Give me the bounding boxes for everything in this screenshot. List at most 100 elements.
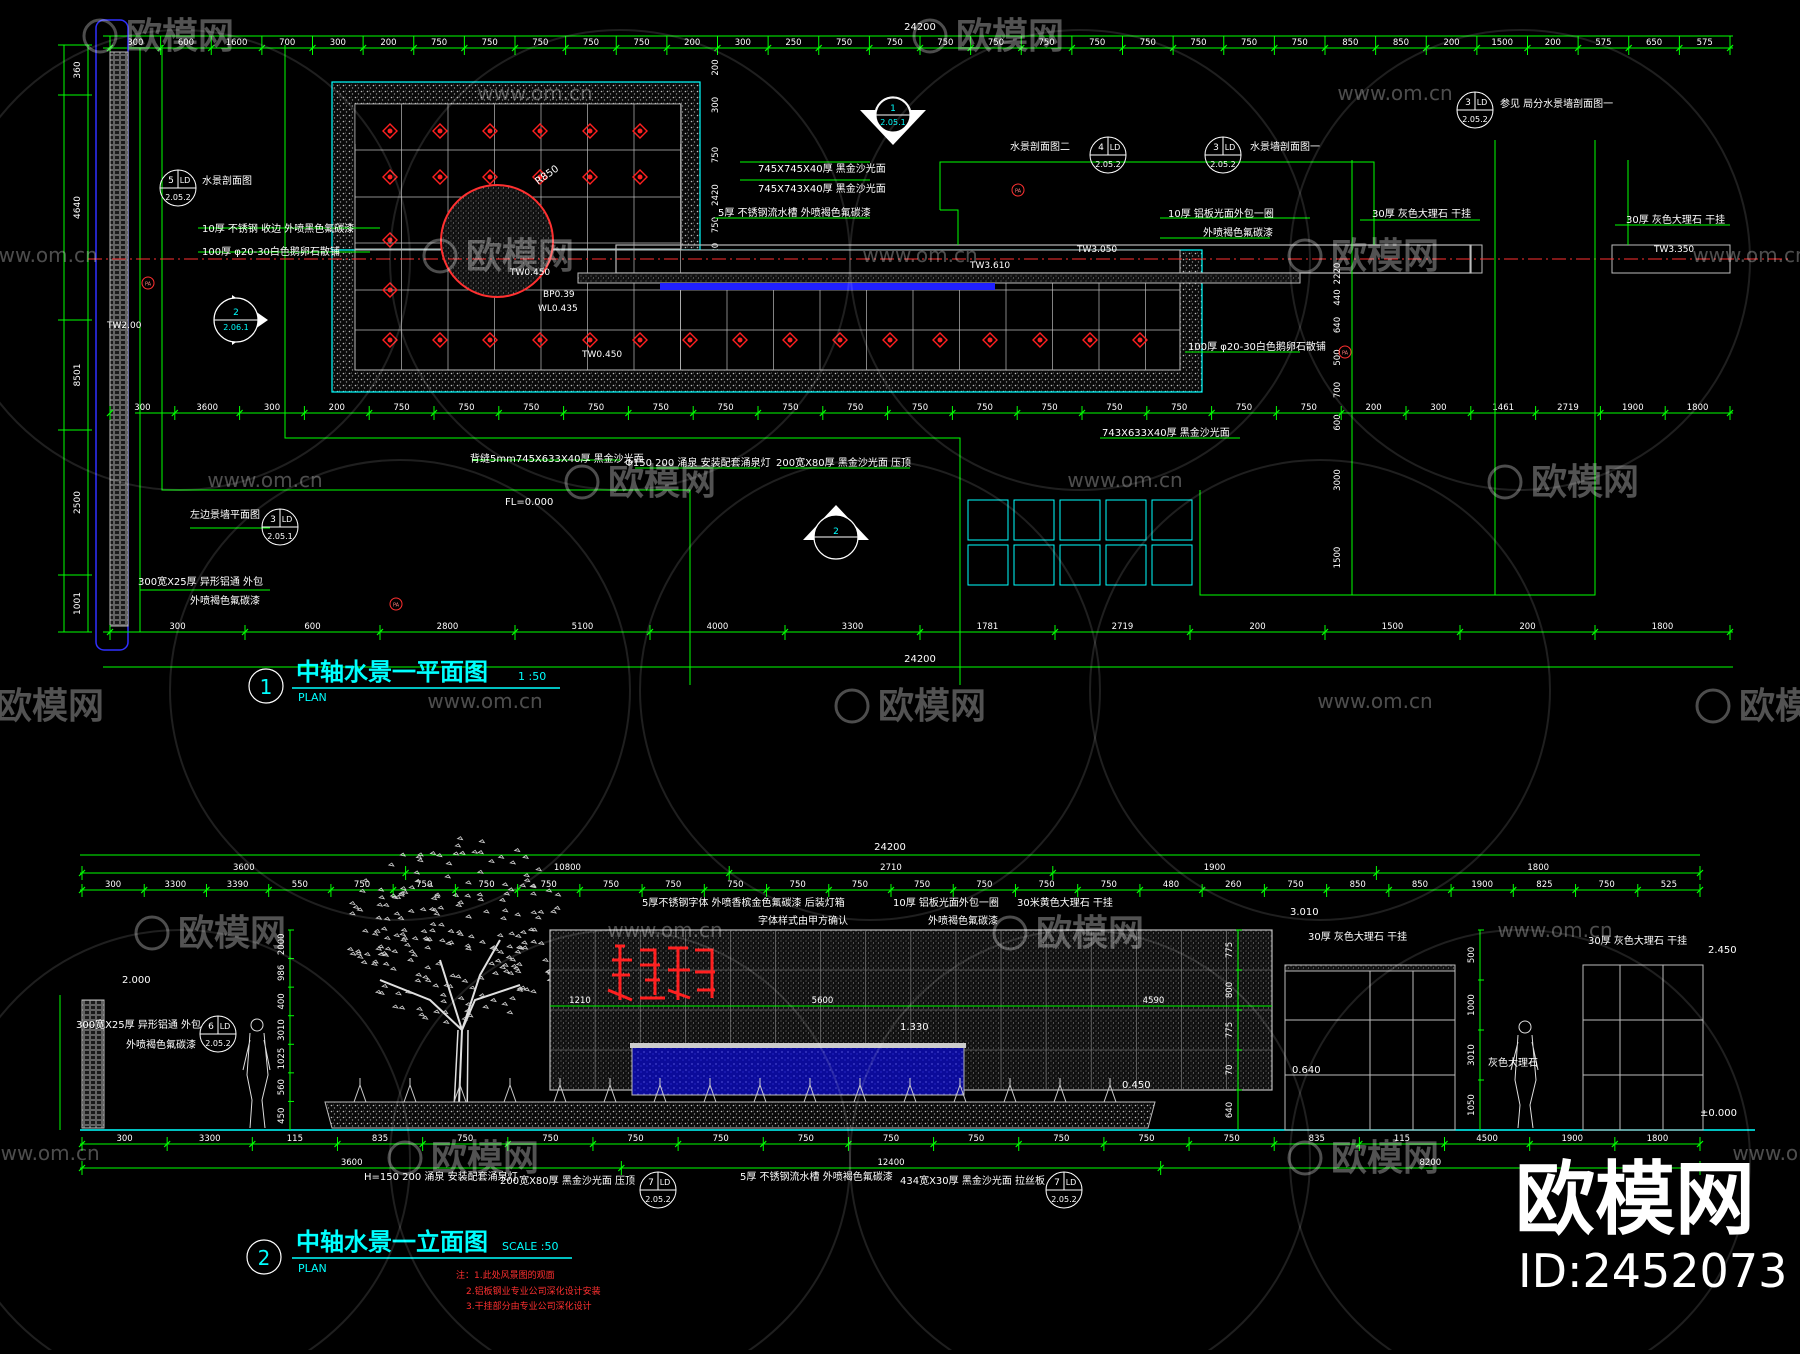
label-left-wall: 左边景墙平面图 — [190, 508, 260, 521]
elev-labels: 5厚不锈钢字体 外喷香槟金色氟碳漆 后装灯箱 字体样式由甲方确认 10厚 铝板光… — [76, 896, 1737, 1187]
elev-left-h-5: 560 — [277, 1079, 287, 1095]
elev-top1-dim-2: 2710 — [880, 863, 902, 873]
elev-bot1-dim-2: 115 — [287, 1134, 303, 1144]
elev-label-marble-gray-2: 30厚 灰色大理石 干挂 — [1588, 934, 1687, 947]
section-marker-1: 1 2.05.1 — [860, 96, 926, 145]
plan-top-dim-3: 700 — [279, 38, 295, 48]
fill-mask — [355, 104, 681, 144]
elev-top2-dim-9: 750 — [665, 880, 681, 890]
elev-top2-dim-2: 3390 — [227, 880, 249, 890]
elev-signage — [607, 944, 715, 1002]
elev-coping — [630, 1043, 966, 1048]
label-tw-5: TW0.450 — [581, 350, 622, 360]
elev-note-2: 2.铝板钢业专业公司深化设计安装 — [466, 1285, 601, 1297]
label-coping: 200宽X80厚 黑金沙光面 压顶 — [776, 456, 911, 469]
plan-mid-dim-18: 750 — [1301, 403, 1317, 413]
plan-bottom-dim-11: 1800 — [1652, 622, 1674, 632]
elev-top2-dim-18: 260 — [1225, 880, 1241, 890]
plan-mid-dim-19: 200 — [1365, 403, 1381, 413]
plan-mid-dim-1: 3600 — [196, 403, 218, 413]
plan-top-dim-27: 1500 — [1491, 38, 1513, 48]
elev-right-wall-2 — [1582, 964, 1704, 1131]
section-1-num: 1 — [890, 104, 896, 114]
plan-top-dim-23: 750 — [1292, 38, 1308, 48]
plan-mid-dim-16: 750 — [1171, 403, 1187, 413]
brand-watermark: 欧模网 — [1331, 236, 1439, 277]
brand-watermark: 欧模网 — [126, 16, 234, 57]
callout-tag: LD — [282, 515, 293, 524]
plan-bottom-dim-8: 200 — [1249, 622, 1265, 632]
elev-top2-dim-14: 750 — [976, 880, 992, 890]
stepping-stone — [1151, 544, 1193, 586]
label-fl: FL=0.000 — [505, 497, 553, 508]
plan-right-dim-8: 640 — [1333, 317, 1343, 333]
plan-top-dim-7: 750 — [482, 38, 498, 48]
elev-bot1-dim-12: 750 — [1138, 1134, 1154, 1144]
section-marker-3: 2 — [803, 505, 869, 560]
label-pebble-2: 100厚 φ20-30白色鹅卵石散铺 — [1188, 340, 1326, 353]
plan-mid-dim-15: 750 — [1106, 403, 1122, 413]
elev-bot2-dim-1: 12400 — [877, 1158, 904, 1168]
elev-el-1: 2.000 — [122, 975, 151, 986]
elev-top2-dim-22: 1900 — [1471, 880, 1493, 890]
stepping-stone — [1013, 544, 1055, 586]
elev-bot1-dim-17: 1900 — [1561, 1134, 1583, 1144]
elev-bot2-dim-0: 3600 — [341, 1158, 363, 1168]
site-watermark: www.om.cn — [1337, 81, 1452, 105]
plan-top-dim-15: 750 — [887, 38, 903, 48]
plan-right-dim-7: 440 — [1333, 289, 1343, 305]
plan-left-dim-2: 8501 — [73, 364, 83, 387]
brand-watermark: 欧模网 — [608, 462, 716, 503]
plan-bottom-dim-3: 5100 — [572, 622, 594, 632]
elev-tree — [346, 836, 562, 1129]
brand-watermark: 欧模网 — [466, 236, 574, 277]
brand-watermark: 欧模网 — [878, 686, 986, 727]
elev-wall-h-2: 775 — [1225, 1022, 1235, 1038]
elev-el-3: 1.330 — [900, 1022, 929, 1033]
plan-top-dim-10: 750 — [633, 38, 649, 48]
label-granite-745-633: 背缝5mm745X633X40厚 黑金沙光面 — [470, 452, 644, 465]
elev-label-coping: 200宽X80厚 黑金沙光面 压顶 — [500, 1174, 635, 1187]
elev-top2-dim-5: 750 — [416, 880, 432, 890]
elev-basin — [324, 1101, 1156, 1129]
elev-bot1-dim-15: 115 — [1394, 1134, 1410, 1144]
plan-mid-dim-17: 750 — [1236, 403, 1252, 413]
plan-leaders — [140, 161, 1730, 591]
plan-mid-dim-22: 2719 — [1557, 403, 1579, 413]
elev-top2-dim-17: 480 — [1163, 880, 1179, 890]
elev-label-marble-yellow: 30米黄色大理石 干挂 — [1017, 896, 1113, 909]
label-marble-2: 30厚 灰色大理石 干挂 — [1626, 213, 1725, 226]
label-tw-1: TW2.00 — [106, 321, 142, 331]
elev-top1-dim-3: 1900 — [1204, 863, 1226, 873]
plan-right-dim-0: 200 — [711, 59, 721, 75]
callout-num: 4 — [1098, 143, 1104, 153]
elev-bot1-dim-14: 835 — [1309, 1134, 1325, 1144]
elev-right-h-2: 3010 — [1467, 1044, 1477, 1066]
plan-guide-1 — [161, 45, 691, 685]
elev-water-fall — [631, 1044, 965, 1096]
plan-top-dim-13: 250 — [785, 38, 801, 48]
plan-top-dim-6: 750 — [431, 38, 447, 48]
elev-top2-dim-21: 850 — [1412, 880, 1428, 890]
pa-mark: PA — [145, 282, 152, 288]
elev-el-2: 3.010 — [1290, 907, 1319, 918]
site-watermark: www.om.cn — [862, 243, 977, 267]
plan-circular-fountain — [440, 184, 554, 298]
site-watermark: www.om.cn — [607, 918, 722, 942]
label-pebble-1: 100厚 φ20-30白色鹅卵石散铺 — [202, 245, 340, 258]
elev-top2-dim-25: 525 — [1661, 880, 1677, 890]
elev-el-5: 0.640 — [1292, 1065, 1321, 1076]
callout-tag: LD — [220, 1022, 231, 1031]
pa-mark: PA — [393, 603, 400, 609]
plan-left-dim-1: 4640 — [73, 196, 83, 219]
elev-note-1: 注：1.此处风景图的观面 — [456, 1269, 555, 1281]
label-wl: WL0.435 — [538, 304, 578, 314]
elev-label-channel-paint: 外喷褐色氟碳漆 — [126, 1038, 196, 1051]
plan-bottom-dim-9: 1500 — [1382, 622, 1404, 632]
elev-bot1-dim-13: 750 — [1224, 1134, 1240, 1144]
plan-mid-dim-13: 750 — [977, 403, 993, 413]
